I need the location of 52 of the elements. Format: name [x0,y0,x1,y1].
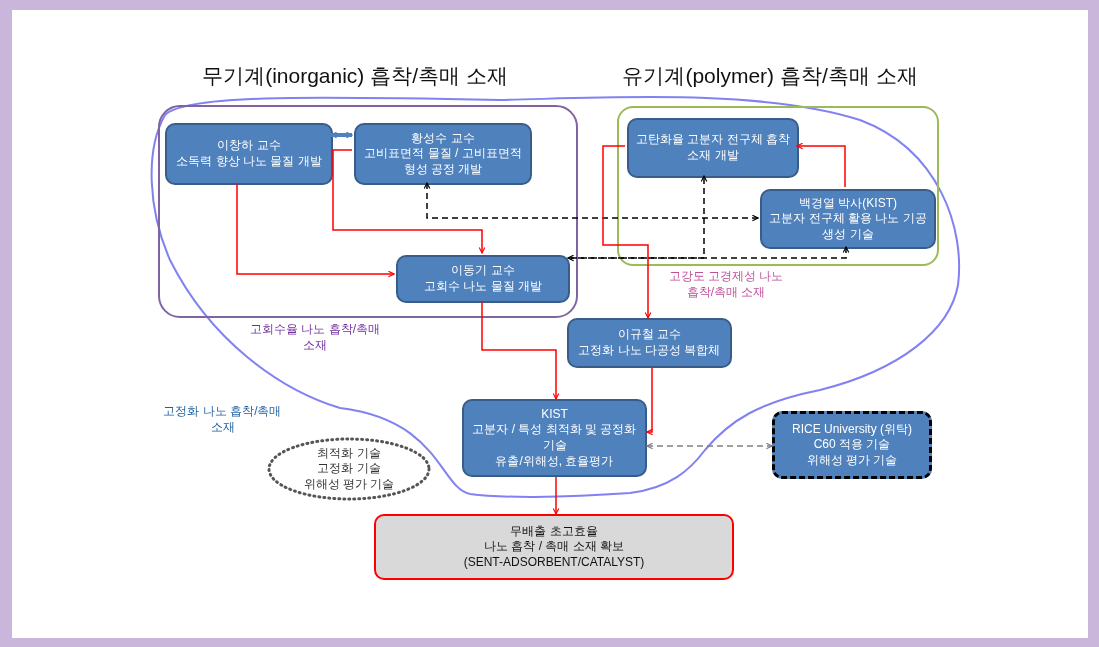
node-text: 최적화 기술 [316,445,382,462]
arrow [567,175,708,259]
arrow [332,149,486,254]
node-text: 황성수 교수 [410,130,476,147]
group-caption: 고정화 나노 흡착/촉매 소재 [162,403,283,436]
arrow [567,246,850,262]
process-box [627,118,799,178]
group-caption: 고회수율 나노 흡착/촉매 소재 [250,321,380,354]
arrow [423,182,759,222]
node-text: RICE University (위탁) [791,421,913,438]
node-text: 고정화 나노 다공성 복합체 [577,343,722,359]
node-text: 위해성 평가 기술 [805,452,899,469]
node-text: KIST [540,406,569,423]
arrow [796,142,846,188]
node-text: 무배출 초고효율 [509,523,599,540]
node-text: 이동기 교수 [450,263,516,279]
process-box [567,318,732,368]
section-title: 무기계(inorganic) 흡착/촉매 소재 [201,63,509,89]
partner-box [772,411,932,479]
node-text: 백경열 박사(KIST) [798,195,898,212]
process-box [396,255,570,303]
group-frame [617,106,939,266]
process-box [354,123,532,185]
arrow [602,145,652,319]
arrow [646,367,654,436]
process-box [760,189,936,249]
arrow [236,182,395,278]
node-text: 나노 흡착 / 촉매 소재 확보 [483,539,625,555]
node-text: 이창하 교수 [216,138,282,154]
node-text: 유출/위해성, 효율평가 [494,453,615,470]
arrow [646,442,773,450]
node-text: C60 적용 기술 [812,437,892,453]
node-text: 고회수 나노 물질 개발 [423,279,543,295]
process-box [165,123,333,185]
group-caption: 고강도 고경제성 나노 흡착/촉매 소재 [667,268,785,301]
technology-ellipse [268,438,430,500]
node-text: 고정화 기술 [316,461,382,477]
goal-box [374,514,734,580]
process-box [462,399,647,477]
node-text: 소독력 향상 나노 물질 개발 [175,154,323,170]
arrow [330,131,353,139]
node-text: 고분자 전구체 활용 나노 기공 생성 기술 [768,211,928,243]
arrow [481,300,560,400]
group-frame [158,105,578,318]
node-text: (SENT-ADSORBENT/CATALYST) [462,554,646,571]
arrow [552,476,560,515]
node-text: 고비표면적 물질 / 고비표면적 형성 공정 개발 [363,146,523,178]
section-title: 유기계(polymer) 흡착/촉매 소재 [621,63,919,89]
node-text: 고탄화율 고분자 전구체 흡착 소재 개발 [635,132,791,164]
node-text: 위해성 평가 기술 [302,476,396,493]
node-text: 이규철 교수 [616,327,683,343]
node-text: 고분자 / 특성 최적화 및 공정화 기술 [471,422,638,454]
